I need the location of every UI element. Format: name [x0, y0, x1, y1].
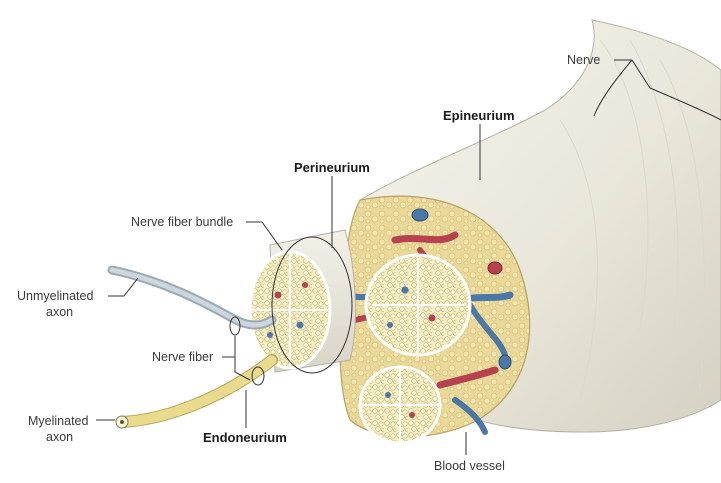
label-myelinated-axon-line1: Myelinated	[28, 414, 88, 428]
label-epineurium: Epineurium	[443, 108, 515, 123]
label-unmyelinated-axon-line2: axon	[46, 305, 73, 319]
label-myelinated-axon-line2: axon	[46, 430, 73, 444]
label-endoneurium: Endoneurium	[203, 430, 287, 445]
label-perineurium: Perineurium	[294, 160, 370, 175]
fascicle-lower	[360, 367, 440, 443]
label-nerve-fiber: Nerve fiber	[152, 350, 213, 364]
label-nerve: Nerve	[567, 53, 600, 67]
label-unmyelinated-axon-line1: Unmyelinated	[17, 289, 93, 303]
myelinated-axon	[116, 360, 272, 428]
label-blood-vessel: Blood vessel	[434, 459, 505, 473]
fascicle-upper	[366, 255, 470, 355]
unmyelinated-axon	[112, 270, 272, 325]
nerve-fiber-bundle	[250, 230, 355, 372]
label-nerve-fiber-bundle: Nerve fiber bundle	[131, 215, 233, 229]
